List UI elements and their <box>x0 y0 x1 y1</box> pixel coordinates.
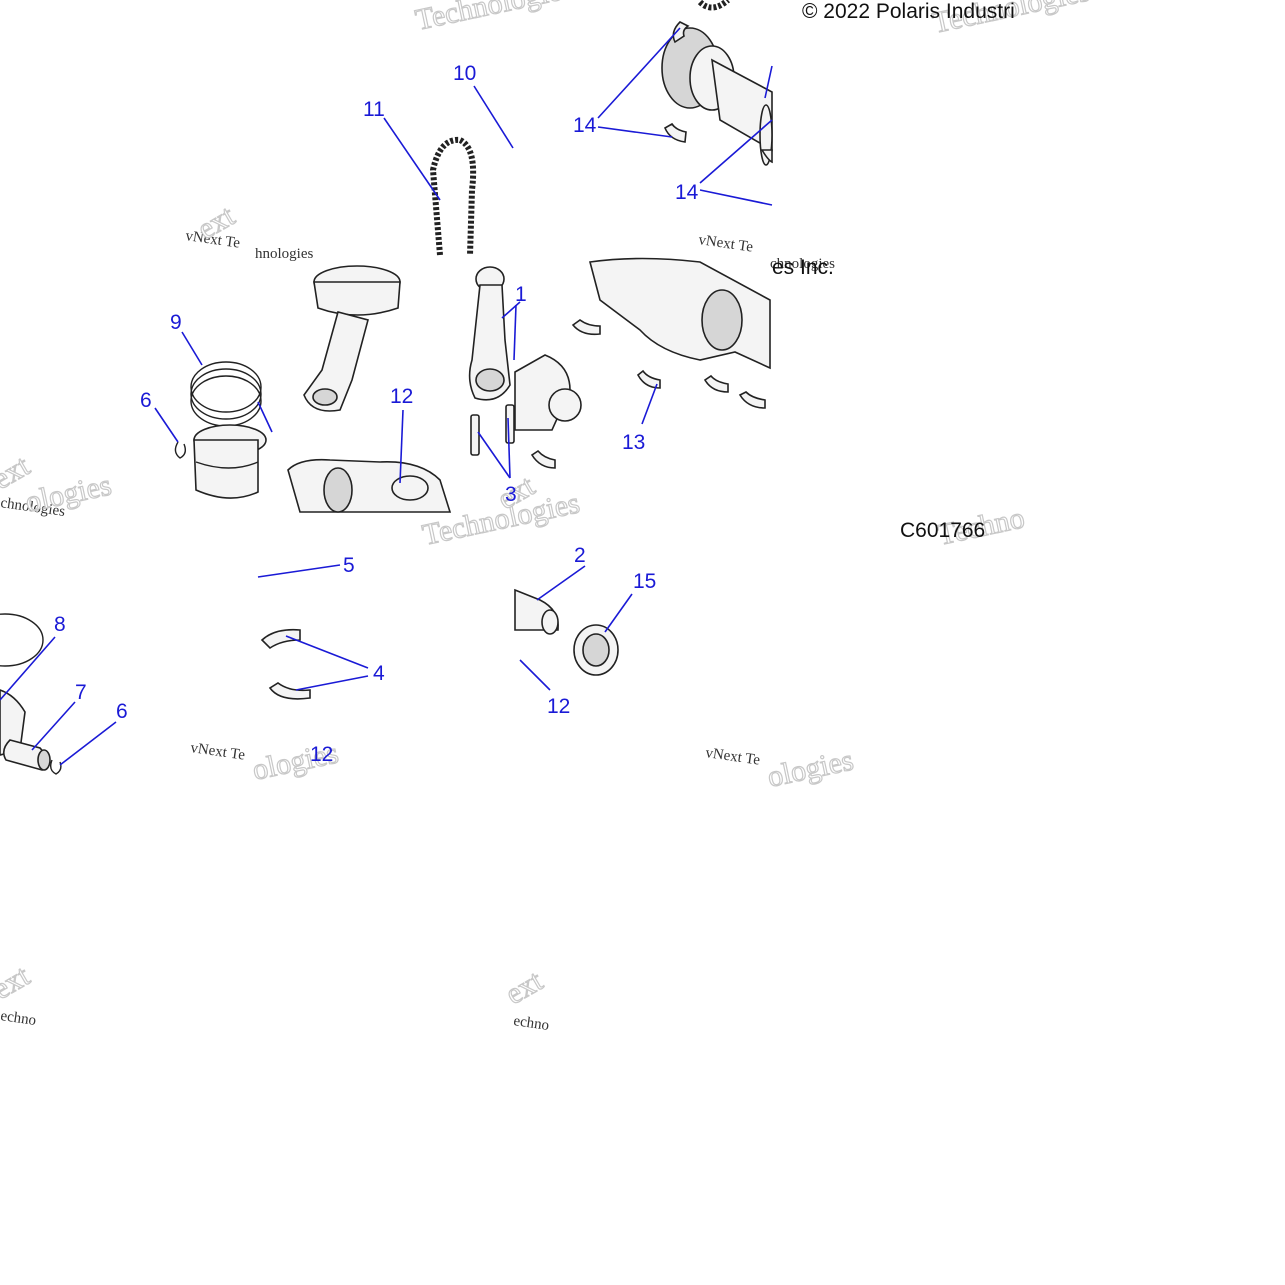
callout-12: 12 <box>547 695 570 718</box>
balance-shaft <box>661 21 773 166</box>
timing-chain <box>429 0 730 256</box>
watermark-fragment-outline: ologies <box>765 744 857 794</box>
watermarks: Technologies Technologies vNext Te ext h… <box>0 0 1093 1034</box>
watermark-vnext: vNext Te <box>184 228 241 252</box>
callouts: 11 10 14 14 1 9 6 12 13 3 5 2 15 8 4 7 6… <box>54 62 699 766</box>
circlip <box>174 441 187 459</box>
rod-bolts <box>470 404 515 456</box>
callout-9: 9 <box>170 311 182 334</box>
crankshaft-end <box>514 588 559 635</box>
main-bearings <box>260 628 311 700</box>
watermark-vnext: vNext Te <box>189 740 246 764</box>
callout-7: 7 <box>75 681 87 704</box>
callout-12: 12 <box>390 385 413 408</box>
watermark-vnext-outline: ext <box>0 959 36 1006</box>
piston-with-rod <box>303 265 401 412</box>
piston <box>193 424 267 499</box>
callout-14: 14 <box>573 114 597 137</box>
oil-seal <box>573 624 619 676</box>
callout-14: 14 <box>675 181 699 204</box>
crankshaft-right <box>514 257 771 469</box>
callout-13: 13 <box>622 431 645 454</box>
callout-2: 2 <box>574 544 586 567</box>
watermark-vnext-outline: ext <box>500 964 549 1011</box>
callout-10: 10 <box>453 62 476 85</box>
callout-12: 12 <box>310 743 333 766</box>
watermark-vnext: vNext Te <box>704 745 761 769</box>
circlip-lower <box>49 759 62 775</box>
crankshaft-left <box>287 458 452 513</box>
connecting-rod <box>468 266 511 401</box>
callout-15: 15 <box>633 570 656 593</box>
callout-3: 3 <box>505 483 517 506</box>
figure-code: C601766 <box>900 519 985 542</box>
callout-6: 6 <box>116 700 128 723</box>
watermark-technologies: Technologies <box>413 0 576 37</box>
callout-11: 11 <box>363 98 385 121</box>
callout-1: 1 <box>515 283 527 306</box>
callout-4: 4 <box>373 662 385 685</box>
watermark-fragment: echno <box>0 1008 37 1029</box>
callout-6: 6 <box>140 389 152 412</box>
watermark-fragment: echno <box>512 1013 550 1034</box>
watermark-fragment: hnologies <box>255 246 313 262</box>
watermark-vnext: vNext Te <box>697 232 754 256</box>
copyright-fragment: es Inc. <box>772 256 834 279</box>
callout-8: 8 <box>54 613 66 636</box>
callout-5: 5 <box>343 554 355 577</box>
piston-lower <box>0 613 44 756</box>
watermark-fragment: chnologies <box>770 256 835 272</box>
piston-rings <box>190 361 262 427</box>
leader-lines <box>0 27 773 766</box>
piston-pin <box>2 739 51 771</box>
watermark-fragment-outline: ologies <box>23 469 115 519</box>
copyright-notice: © 2022 Polaris Industri <box>802 0 1015 23</box>
